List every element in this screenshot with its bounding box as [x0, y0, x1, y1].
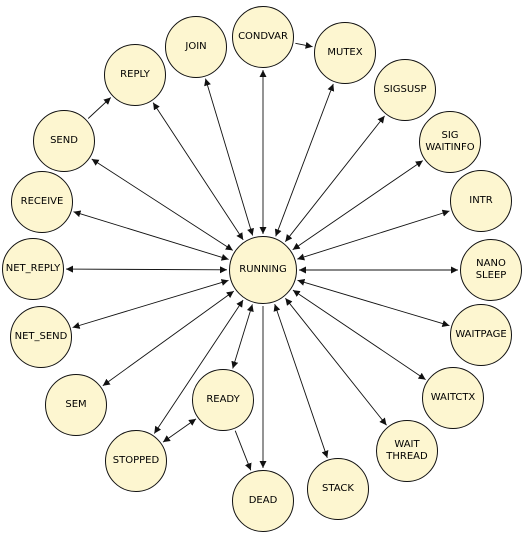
transition-running-waitpage — [297, 278, 450, 327]
transition-running-sigwaitinfo — [292, 160, 424, 251]
state-waitctx: WAITCTX — [422, 367, 484, 429]
transition-stopped-ready — [162, 418, 197, 443]
state-label: READY — [206, 394, 240, 405]
transition-running-stack — [273, 303, 329, 458]
state-label: SEM — [65, 399, 87, 410]
state-sem: SEM — [45, 374, 107, 436]
state-send: SEND — [33, 110, 95, 172]
state-stack: STACK — [307, 458, 369, 520]
transition-running-sigsusp — [284, 115, 385, 242]
state-net-reply: NET_REPLY — [2, 238, 64, 300]
state-label: SIGSUSP — [383, 84, 427, 95]
state-stopped: STOPPED — [105, 430, 167, 492]
state-label: DEAD — [248, 495, 278, 506]
transition-ready-dead — [234, 430, 252, 471]
transition-running-send — [91, 158, 234, 251]
state-mutex: MUTEX — [314, 22, 376, 84]
transition-running-waitctx — [292, 289, 426, 380]
state-label: NET_REPLY — [5, 263, 61, 274]
state-waitpage: WAITPAGE — [450, 304, 512, 366]
state-label: RECEIVE — [20, 196, 64, 207]
state-join: JOIN — [165, 16, 227, 78]
transition-running-waitthread — [285, 297, 387, 426]
state-ready: READY — [192, 369, 254, 431]
transition-running-receive — [73, 210, 229, 261]
transition-condvar-mutex — [295, 41, 313, 49]
state-label: JOIN — [185, 41, 207, 52]
state-label: MUTEX — [327, 47, 363, 58]
state-condvar: CONDVAR — [232, 6, 294, 68]
transition-running-join — [204, 78, 254, 236]
state-receive: RECEIVE — [11, 171, 73, 233]
state-label: SEND — [50, 135, 78, 146]
transition-running-net_send — [72, 279, 229, 329]
transition-running-intr — [297, 209, 450, 261]
state-reply: REPLY — [104, 44, 166, 106]
state-label: STACK — [322, 483, 354, 494]
state-label: WAITCTX — [430, 392, 476, 403]
state-label: REPLY — [120, 69, 150, 80]
transition-send-reply — [87, 97, 112, 119]
state-running: RUNNING — [229, 236, 297, 304]
state-label: WAITPAGE — [455, 329, 507, 340]
state-intr: INTR — [450, 170, 512, 232]
transition-running-reply — [152, 102, 244, 241]
transition-running-mutex — [274, 83, 335, 237]
state-label: CONDVAR — [238, 31, 288, 42]
state-label: RUNNING — [239, 264, 287, 275]
transition-running-ready — [231, 304, 254, 369]
state-label: NET_SEND — [14, 331, 68, 342]
state-net-send: NET_SEND — [10, 306, 72, 368]
state-sigsusp: SIGSUSP — [374, 59, 436, 121]
transition-running-net_reply — [65, 265, 228, 274]
state-label: INTR — [469, 195, 493, 206]
state-label: STOPPED — [112, 455, 160, 466]
state-dead: DEAD — [232, 470, 294, 532]
